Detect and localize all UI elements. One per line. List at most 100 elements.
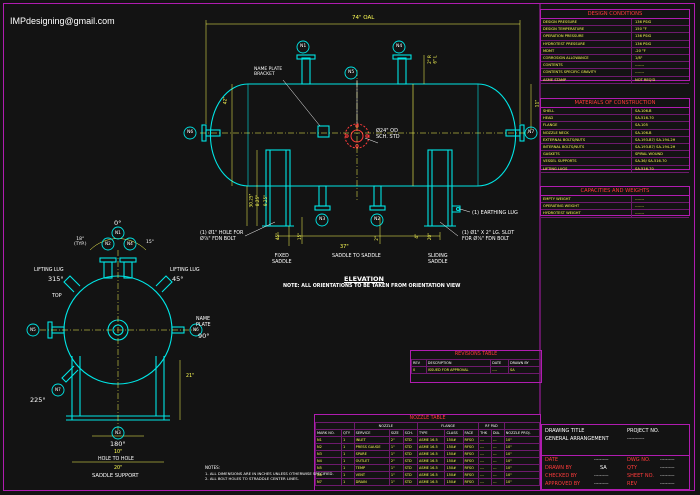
table-cell: ASME 16.5 [416, 471, 446, 479]
saddle-spacing-dim: 37" [340, 244, 349, 250]
capacities-table: CAPACITIES AND WEIGHTS EMPTY WEIGHT-----… [540, 186, 690, 218]
name-plate-label: NAME PLATE [196, 317, 211, 328]
typ-angle: 18° (TYP.) [74, 237, 87, 247]
table-cell: STD [402, 478, 418, 486]
table-cell: 2" [388, 457, 404, 465]
table-cell: 150# [444, 450, 464, 458]
row-value: ------- [635, 204, 645, 209]
dim-15: 15" [297, 232, 303, 241]
otag-n7: N7 [55, 387, 61, 392]
row-value: SA-106-B [635, 130, 652, 135]
table-cell: ---- [490, 366, 509, 374]
table-cell: RFSO [462, 457, 480, 465]
tag-n2-elev [370, 213, 384, 227]
approved-value: ---------- [594, 481, 609, 486]
table-cell: --- [478, 436, 492, 444]
nozzle-n4-elev [392, 54, 412, 85]
row-value: SPIRAL WOUND [635, 152, 663, 157]
dim-8-25: 8.25" [255, 194, 261, 207]
contact-email: IMPdesigning@gmail.com [10, 16, 115, 26]
table-cell: 150# [444, 443, 464, 451]
capacities-title: CAPACITIES AND WEIGHTS [541, 187, 689, 196]
table-cell: STD [402, 457, 418, 465]
tag-n4-elev [392, 40, 406, 54]
table-cell: STD [402, 450, 418, 458]
table-cell: STD [402, 443, 418, 451]
table-cell: --- [478, 464, 492, 472]
table-cell: 150# [444, 471, 464, 479]
otag-n1: N1 [115, 230, 121, 235]
tag-n1-text: N1 [300, 44, 307, 49]
notes-title: NOTES: [205, 465, 220, 470]
table-cell: 1" [388, 478, 404, 486]
table-cell: 10" [503, 436, 541, 444]
row-key: OPERATING WEIGHT [541, 203, 632, 210]
column-header: DRAWN BY [507, 359, 542, 367]
column-header: MARK NO. [314, 429, 343, 437]
dwg-value: ---------- [660, 457, 675, 462]
lifting-lug-right [155, 275, 173, 293]
row-key: EMPTY WEIGHT [541, 196, 632, 203]
dim-21: 21" [186, 374, 195, 379]
checked-value: ---------- [594, 473, 609, 478]
row-value: SA-105 [635, 123, 648, 128]
table-cell: --- [478, 450, 492, 458]
group-header: NOZZLE [353, 422, 418, 430]
group-header [503, 422, 541, 430]
otag-n6: N6 [193, 327, 199, 332]
table-cell: RFSO [462, 478, 480, 486]
table-cell: 150# [444, 464, 464, 472]
table-cell: RFSO [462, 450, 480, 458]
title-block: DRAWING TITLE GENERAL ARRANGEMENT PROJEC… [541, 424, 690, 490]
fixed-saddle-elev [262, 149, 294, 227]
table-cell: OUTLET [353, 457, 390, 465]
table-row: CONTENTS------- [541, 62, 689, 70]
angle-315: 315° [48, 275, 64, 283]
row-key: CONTENTS SPECIFIC GRAVITY [541, 69, 632, 76]
row-value: -20 °F [635, 48, 646, 53]
table-cell: 1 [341, 471, 355, 479]
row-value: ------- [635, 70, 645, 75]
table-row: HYDROTEST WEIGHT------- [541, 210, 689, 218]
row-value: SA-193-B7/ SA-194-2H [635, 144, 676, 149]
table-cell: STD [402, 464, 418, 472]
table-cell: 1" [388, 450, 404, 458]
row-value: SA-516-70 [635, 166, 654, 171]
table-cell: 1 [341, 478, 355, 486]
table-cell: 1 [341, 450, 355, 458]
tag-n6-text: N6 [187, 130, 194, 135]
angle-0: 0° [114, 219, 122, 227]
table-cell: RFSO [462, 464, 480, 472]
elevation-title: ELEVATION [344, 275, 384, 283]
table-row: OPERATING WEIGHT------- [541, 203, 689, 211]
table-cell: --- [490, 436, 505, 444]
row-key: INTERNAL BOLTS/NUTS [541, 143, 632, 151]
drawing-title: GENERAL ARRANGEMENT [545, 436, 609, 442]
row-key: ASME STAMP [541, 76, 632, 83]
table-cell: ASME 16.5 [416, 443, 446, 451]
row-value: SA-36/ SA-516-70 [635, 159, 667, 164]
table-cell: 1 [341, 443, 355, 451]
table-cell: --- [490, 457, 505, 465]
row-key: HYDROTEST PRESSURE [541, 40, 632, 47]
tag-n3-text: N3 [319, 217, 326, 222]
row-value: 136 PSIG [635, 34, 652, 39]
drawing-title-label: DRAWING TITLE [545, 428, 585, 434]
table-cell: RFSO [462, 443, 480, 451]
angle-45: 45° [172, 275, 184, 283]
angle-15: 15° [146, 240, 154, 245]
table-cell: 150# [444, 436, 464, 444]
otag-n4: N4 [127, 241, 133, 246]
row-key: OPERATION PRESSURE [541, 33, 632, 40]
